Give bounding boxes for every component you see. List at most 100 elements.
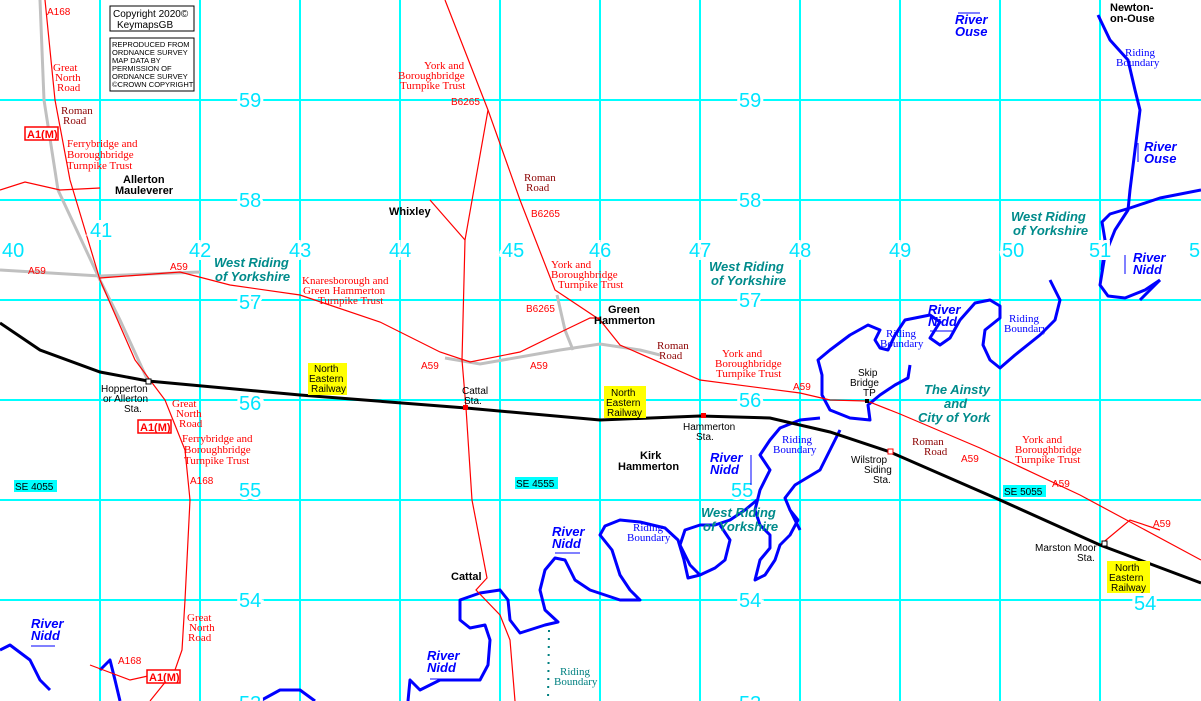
map-label: 58 xyxy=(739,190,761,212)
map-label: 46 xyxy=(589,240,611,262)
map-label: Nidd xyxy=(710,462,740,477)
map-label: Sta. xyxy=(1077,553,1095,564)
map-label: Turnpike Trust xyxy=(716,368,781,380)
map-label: A1(M) xyxy=(149,672,180,684)
river-nidd-east xyxy=(1100,188,1201,302)
map-label: Riding xyxy=(782,434,812,446)
map-label: North xyxy=(189,622,215,634)
map-label: A168 xyxy=(190,476,214,487)
map-label: 42 xyxy=(189,240,211,262)
map-label: 53 xyxy=(739,693,761,701)
map-label: Hammerton xyxy=(594,315,655,327)
map-label: A59 xyxy=(530,361,548,372)
map-label: A59 xyxy=(961,454,979,465)
map-label: River xyxy=(955,12,988,27)
map-label: 59 xyxy=(239,90,261,112)
road-west xyxy=(0,181,101,191)
map-label: Boroughbridge xyxy=(551,269,618,281)
map-label: Nidd xyxy=(1133,262,1163,277)
map-label: Marston Moor xyxy=(1035,543,1097,554)
map-label: 53 xyxy=(239,693,261,701)
map-label: PERMISSION OF xyxy=(112,64,172,73)
map-label: Turnpike Trust xyxy=(400,80,465,92)
map-label: Boundary xyxy=(1004,323,1048,335)
map-label: Eastern xyxy=(1109,573,1143,584)
map-label: West Riding xyxy=(1011,209,1086,224)
map-label: Eastern xyxy=(309,374,343,385)
map-label: 49 xyxy=(889,240,911,262)
map-label: 55 xyxy=(239,480,261,502)
map-feature xyxy=(865,399,869,403)
map-label: 40 xyxy=(2,240,24,262)
map-label: 5 xyxy=(1189,240,1200,262)
map-label: A59 xyxy=(421,361,439,372)
station-markers xyxy=(145,378,1108,547)
a1m-badges: A1(M) A1(M) A1(M) xyxy=(24,126,181,684)
map-label: Boroughbridge xyxy=(67,149,134,161)
map-label: Cattal xyxy=(462,386,488,397)
map-label: River xyxy=(1144,139,1177,154)
map-label: Sta. xyxy=(124,404,142,415)
map-label: City of York xyxy=(918,410,991,425)
map-label: 43 xyxy=(289,240,311,262)
map-label: Road xyxy=(659,350,683,362)
map-feature xyxy=(146,669,181,684)
map-label: 45 xyxy=(502,240,524,262)
map-feature xyxy=(463,405,468,410)
map-label: Kirk xyxy=(640,450,662,462)
map-label: Turnpike Trust xyxy=(558,279,623,291)
map-label: A59 xyxy=(1052,479,1070,490)
map-label: Riding xyxy=(1009,313,1039,325)
map-label: Nidd xyxy=(552,536,582,551)
river-nidd-mid xyxy=(816,279,1062,422)
marston-road xyxy=(1099,519,1161,546)
map-label: West Riding xyxy=(709,259,784,274)
map-label: North xyxy=(1115,563,1139,574)
map-label: Siding xyxy=(864,465,892,476)
map-label: Riding xyxy=(560,666,590,678)
map-label: Boundary xyxy=(554,676,598,688)
map-label: or Allerton xyxy=(103,394,148,405)
map-label: York and xyxy=(722,348,763,360)
map-label: The Ainsty xyxy=(924,382,991,397)
map-label: Nidd xyxy=(427,660,457,675)
map-label: River xyxy=(1133,250,1166,265)
river-nidd-southwest xyxy=(0,643,316,701)
a59-bypass xyxy=(444,342,661,366)
map-label: Whixley xyxy=(389,206,431,218)
map-label: Sta. xyxy=(873,475,891,486)
map-label: Mauleverer xyxy=(115,185,174,197)
map-feature xyxy=(1003,485,1046,497)
map-label: A59 xyxy=(1153,519,1171,530)
map-label: Hammerton xyxy=(683,422,735,433)
map-label: Hammerton xyxy=(618,461,679,473)
map-label: Knaresborough and xyxy=(302,275,389,287)
map-label: Nidd xyxy=(31,628,61,643)
map-label: Riding xyxy=(1125,47,1155,59)
map-label: Nidd xyxy=(928,314,958,329)
map-label: Railway xyxy=(607,408,642,419)
